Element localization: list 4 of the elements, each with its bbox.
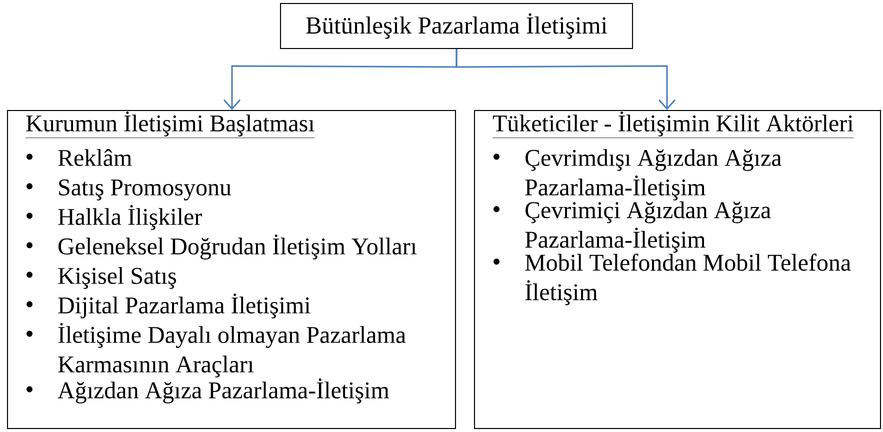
list-box: Kurumun İletişimi Başlatması Reklâm Satış Promosyonu Halkla İlişkiler Geleneksel Doğrudan İletişim Yolları Kişisel Satış Dijital Pazarlama İletişimi İletişime Dayalı olmayan Pazarlama Karmasının Araçları Ağızdan Ağıza Pazarlama-İletişim — [7, 110, 456, 429]
list-box: Tüketiciler - İletişimin Kilit Aktörleri Çevrimdışı Ağızdan Ağıza Pazarlama-İletişim Çevrimiçi Ağızdan Ağıza Pazarlama-İletişim Mobil Telefondan Mobil Telefona İletişim — [474, 110, 881, 429]
arrow — [456, 49, 676, 110]
title-box: Bütünleşik Pazarlama İletişimi — [280, 3, 633, 49]
